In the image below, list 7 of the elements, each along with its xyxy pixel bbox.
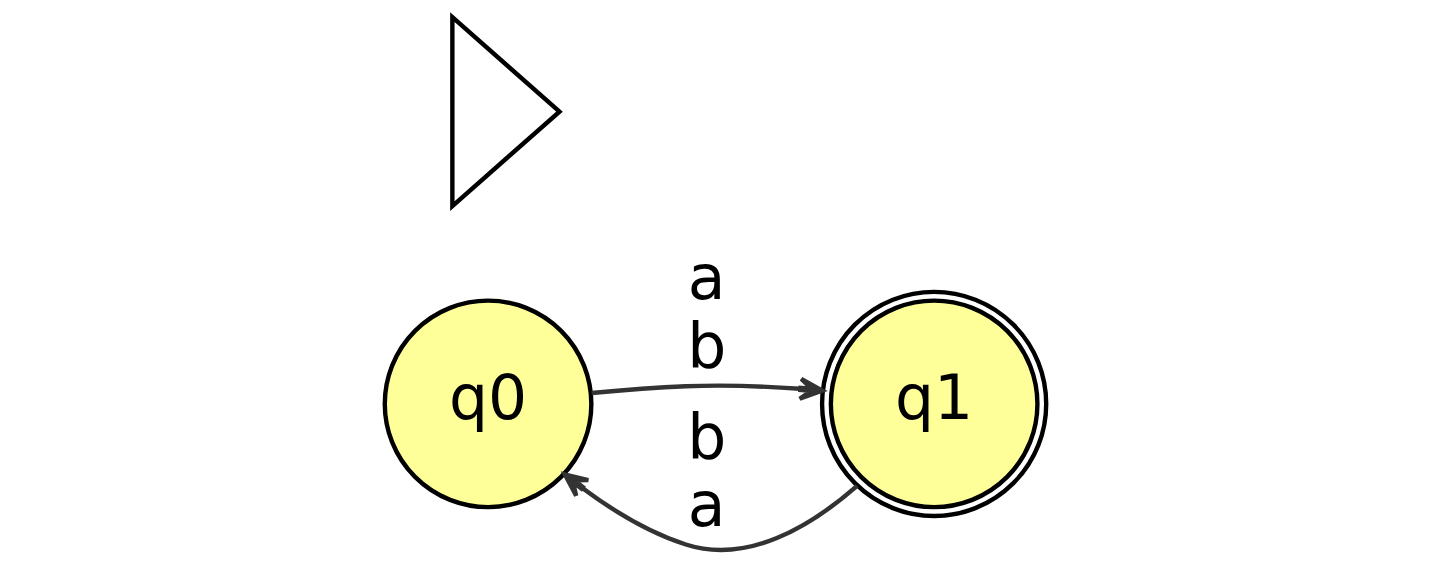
edge-label: b a: [686, 400, 726, 541]
node-circle: q1: [819, 289, 1048, 519]
node-triangle: [449, 12, 563, 211]
arrow: [562, 472, 858, 553]
node-circle: q0: [382, 298, 594, 510]
arrow: [590, 376, 825, 401]
edge-label: a b: [686, 242, 726, 383]
